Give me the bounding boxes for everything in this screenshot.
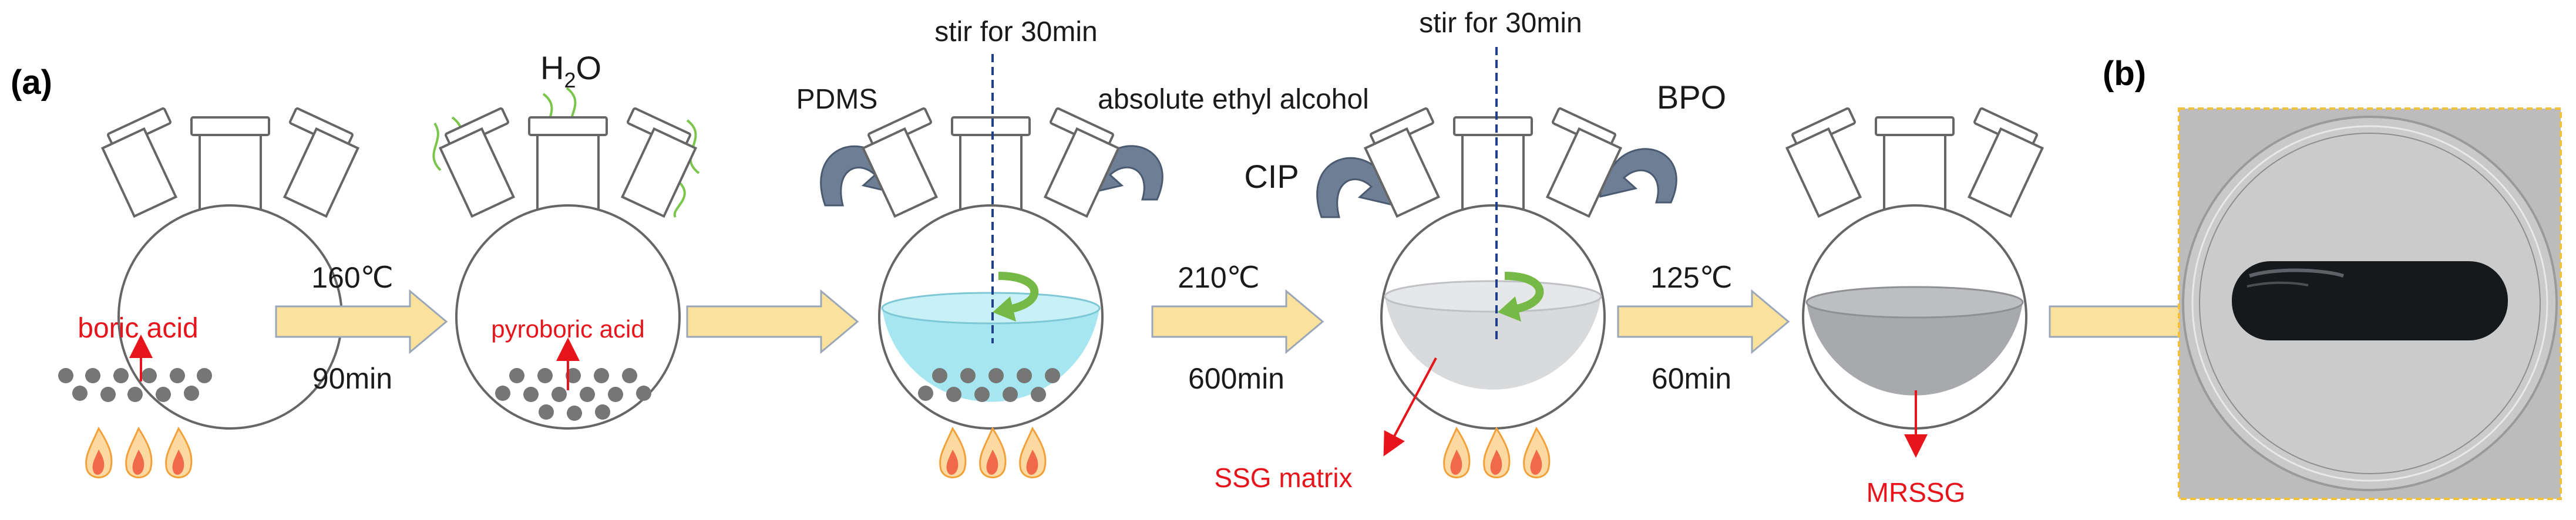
temp-3: 210℃ bbox=[1178, 261, 1260, 294]
arrow-2 bbox=[686, 290, 859, 353]
ssg-matrix-label: SSG matrix bbox=[1214, 462, 1352, 493]
vapor-label: H2O bbox=[540, 49, 601, 92]
time-4: 60min bbox=[1652, 362, 1731, 395]
particles-1 bbox=[58, 368, 212, 402]
stir-label-4: stir for 30min bbox=[1419, 8, 1582, 39]
flask-4 bbox=[1364, 47, 1622, 457]
stir-label-3: stir for 30min bbox=[934, 16, 1097, 48]
flask-5 bbox=[1785, 106, 2044, 458]
flames-4 bbox=[1443, 427, 1551, 478]
arrow-3 bbox=[1151, 290, 1324, 353]
flask-3 bbox=[862, 54, 1120, 430]
ethanol-label: absolute ethyl alcohol bbox=[1098, 84, 1369, 115]
sample-photo bbox=[2178, 107, 2562, 500]
time-1: 90min bbox=[312, 362, 392, 395]
particles-2 bbox=[495, 368, 651, 421]
pyroboric-acid-label: pyroboric acid bbox=[491, 315, 644, 343]
time-3: 600min bbox=[1188, 362, 1284, 395]
pdms-label: PDMS bbox=[796, 84, 878, 115]
panel-label-b: (b) bbox=[2103, 55, 2146, 93]
mrssg-label: MRSSG bbox=[1867, 477, 1966, 508]
cip-label: CIP bbox=[1244, 158, 1299, 195]
flames-1 bbox=[85, 427, 193, 478]
panel-label-a: (a) bbox=[11, 63, 52, 102]
flask-1 bbox=[58, 106, 359, 430]
arrow-4 bbox=[1617, 290, 1790, 353]
temp-1: 160℃ bbox=[311, 261, 394, 294]
bpo-label: BPO bbox=[1657, 79, 1726, 116]
boric-acid-label: boric acid bbox=[78, 313, 198, 344]
flask-2 bbox=[439, 106, 697, 430]
flames-3 bbox=[939, 427, 1047, 478]
temp-4: 125℃ bbox=[1650, 261, 1733, 294]
particles-3 bbox=[918, 368, 1060, 402]
